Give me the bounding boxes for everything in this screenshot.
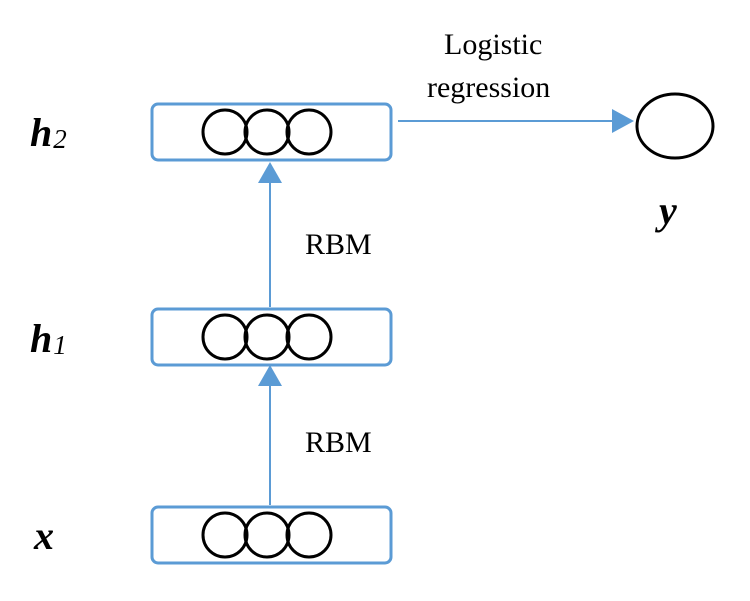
edge-label-regression: regression — [427, 71, 550, 104]
unit-circle — [201, 108, 249, 156]
unit-circle — [243, 313, 291, 361]
unit-circle — [243, 108, 291, 156]
arrow-h1-to-h2 — [258, 162, 282, 307]
layer-box-h1 — [150, 307, 393, 367]
layer-box-x — [150, 505, 393, 565]
edge-label-logistic: Logistic — [444, 28, 542, 61]
layer-label-h1: h1 — [30, 316, 67, 361]
layer-label-h2: h2 — [30, 110, 67, 155]
layer-box-h2 — [150, 102, 393, 162]
unit-circle — [201, 511, 249, 559]
output-label: y — [655, 188, 677, 233]
unit-circle — [243, 511, 291, 559]
output-node — [635, 92, 715, 160]
edge-label-h1-to-h2: RBM — [305, 228, 372, 261]
arrow-x-to-h1 — [258, 365, 282, 505]
edge-label-x-to-h1: RBM — [305, 426, 372, 459]
arrow-h2-to-y — [398, 109, 634, 133]
unit-circle — [285, 511, 333, 559]
unit-circle — [285, 313, 333, 361]
unit-circle — [201, 313, 249, 361]
unit-circle — [285, 108, 333, 156]
layer-label-x: x — [33, 513, 54, 558]
